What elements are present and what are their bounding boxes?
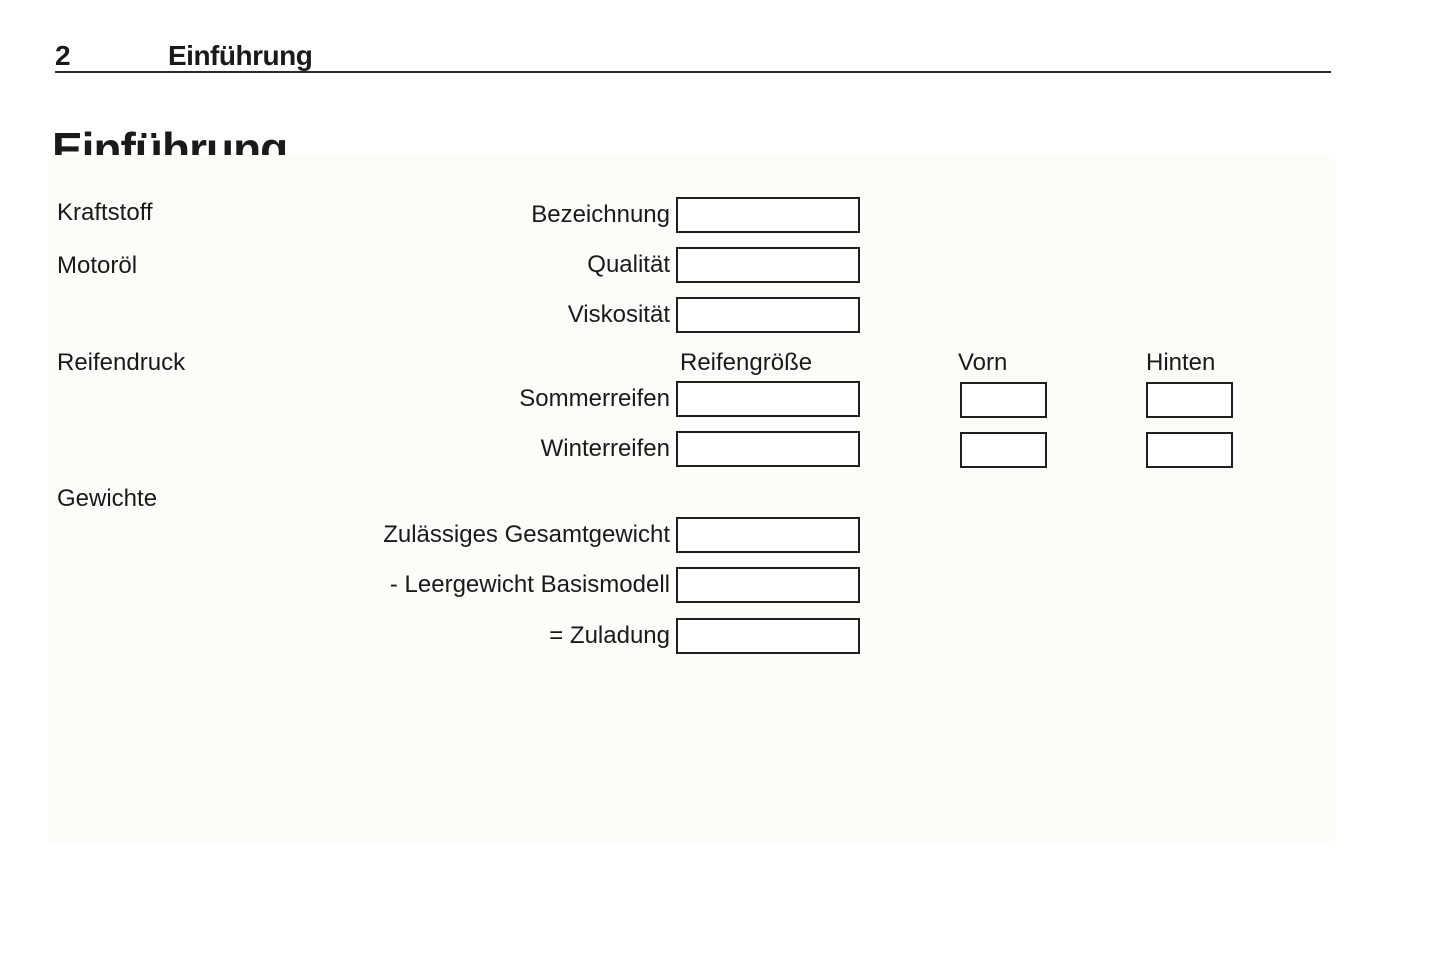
field-label-zuladung: = Zuladung [549,622,670,649]
column-header-vorn: Vorn [958,349,1008,376]
section-label-reifendruck: Reifendruck [57,349,186,376]
column-header-hinten: Hinten [1146,349,1216,376]
field-label-bezeichnung: Bezeichnung [531,201,670,228]
field-label-qualitaet: Qualität [587,251,670,278]
winterreifen-vorn-input[interactable] [960,432,1047,468]
bezeichnung-input[interactable] [676,197,860,233]
gesamtgewicht-input[interactable] [676,517,860,553]
qualitaet-input[interactable] [676,247,860,283]
sommerreifen-hinten-input[interactable] [1146,382,1233,418]
section-label-kraftstoff: Kraftstoff [57,199,153,226]
page-number: 2 [55,40,71,71]
field-label-sommerreifen: Sommerreifen [519,385,670,412]
running-header-chapter: Einführung [168,40,313,71]
sommerreifen-vorn-input[interactable] [960,382,1047,418]
column-header-reifengroesse: Reifengröße [680,349,813,376]
winterreifen-hinten-input[interactable] [1146,432,1233,468]
header-divider [55,71,1331,73]
field-label-gesamtgewicht: Zulässiges Gesamtgewicht [383,521,670,548]
field-label-viskositaet: Viskosität [567,301,670,328]
leergewicht-input[interactable] [676,567,860,603]
field-label-leergewicht: - Leergewicht Basismodell [389,571,670,598]
winterreifen-groesse-input[interactable] [676,431,860,467]
zuladung-input[interactable] [676,618,860,654]
viskositaet-input[interactable] [676,297,860,333]
section-label-gewichte: Gewichte [57,485,158,512]
sommerreifen-groesse-input[interactable] [676,381,860,417]
field-label-winterreifen: Winterreifen [540,435,670,462]
section-label-motoroel: Motoröl [57,252,138,279]
